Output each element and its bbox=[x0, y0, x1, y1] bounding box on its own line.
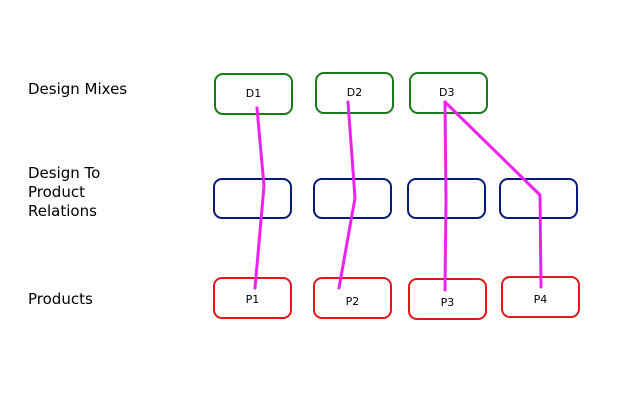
link-d3-p4 bbox=[443, 100, 543, 289]
design-box-d1: D1 bbox=[214, 73, 293, 115]
design-box-label: D2 bbox=[346, 86, 363, 99]
label-relations-line-2: Product bbox=[28, 183, 85, 201]
link-d1-p1 bbox=[253, 106, 266, 290]
label-design-mixes: Design Mixes bbox=[28, 80, 128, 98]
link-d2-p2 bbox=[337, 100, 357, 290]
product-box-p1: P1 bbox=[213, 277, 292, 319]
design-box-d3: D3 bbox=[409, 72, 488, 114]
relation-box-1 bbox=[213, 178, 292, 219]
label-products: Products bbox=[28, 290, 93, 308]
relation-box-4 bbox=[499, 178, 578, 219]
label-relations-line-3: Relations bbox=[28, 202, 97, 220]
link-d3-p3 bbox=[443, 100, 448, 292]
product-box-label: P4 bbox=[533, 293, 548, 306]
product-box-p2: P2 bbox=[313, 277, 392, 319]
product-box-label: P3 bbox=[440, 296, 455, 309]
product-box-p3: P3 bbox=[408, 278, 487, 320]
label-relations-line-1: Design To bbox=[28, 164, 101, 182]
product-box-label: P2 bbox=[345, 295, 360, 308]
design-box-d2: D2 bbox=[315, 72, 394, 114]
design-box-label: D3 bbox=[439, 86, 455, 99]
product-box-label: P1 bbox=[245, 293, 260, 306]
design-box-label: D1 bbox=[245, 87, 262, 100]
